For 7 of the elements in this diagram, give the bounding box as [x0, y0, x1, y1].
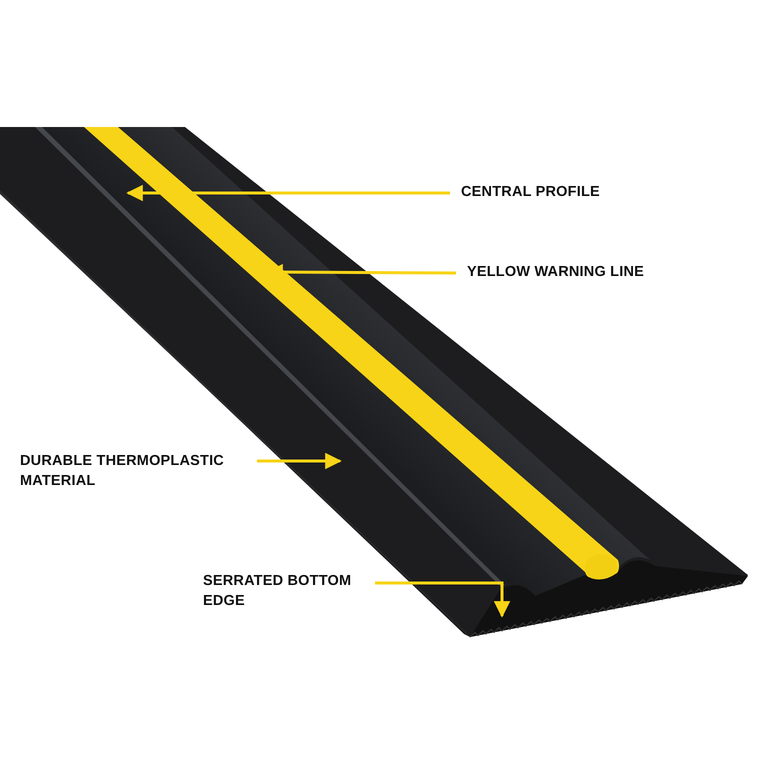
leader-arrow [375, 582, 510, 618]
callout-text: YELLOW WARNING LINE [467, 263, 644, 282]
callout-text: DURABLE THERMOPLASTIC MATERIAL [20, 452, 225, 491]
leader-arrow [126, 184, 450, 202]
callout-text: CENTRAL PROFILE [461, 183, 600, 202]
callout-text: SERRATED BOTTOM EDGE [203, 572, 352, 611]
leader-arrow [257, 452, 342, 470]
